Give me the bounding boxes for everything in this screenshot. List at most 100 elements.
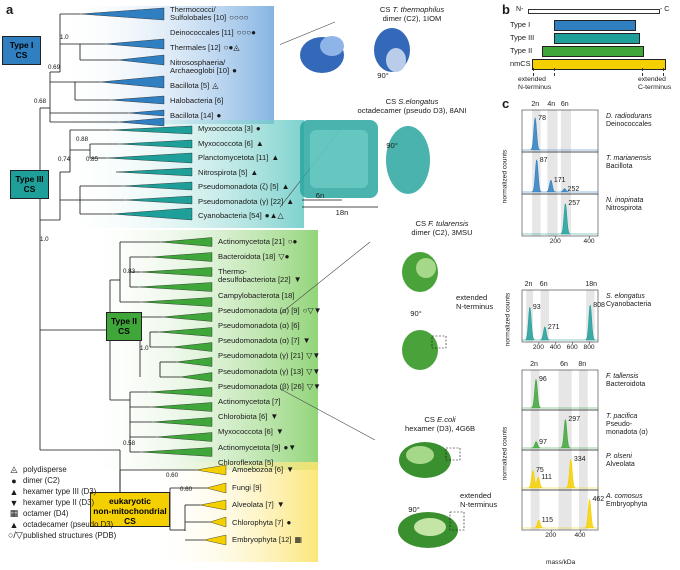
oligomer-symbol-icon: ▼ xyxy=(286,465,295,474)
bootstrap-5: 0.85 xyxy=(86,156,99,163)
type2-taxon-7: Pseudomonadota (γ) [21]▽▼ xyxy=(218,351,321,361)
clade-triangle xyxy=(155,432,213,442)
symbol-legend: ◬polydisperse ●dimer (C2) ▲hexamer type … xyxy=(8,464,116,541)
oligomer-header-label: 18n xyxy=(585,281,598,288)
peak-mass-label: 87 xyxy=(539,156,548,164)
oligomer-band xyxy=(547,110,558,236)
histogram-frame xyxy=(521,289,599,343)
clade-triangle xyxy=(203,534,227,546)
phylogenetic-tree xyxy=(39,6,318,562)
peak-mass-label: 78 xyxy=(538,114,546,122)
peak-mass-label: 171 xyxy=(553,177,566,185)
peak-mass-label: 96 xyxy=(539,376,547,384)
peak-mass-label: 115 xyxy=(541,517,553,524)
band-type1 xyxy=(60,6,274,124)
euk-taxon-4: Embryophyta [12]▦ xyxy=(232,535,303,544)
bootstrap-7: 1.0 xyxy=(40,236,49,243)
type2-taxon-13: Actinomycetota [9]●▼ xyxy=(218,442,297,452)
mass-histogram xyxy=(522,117,598,151)
clade-triangle xyxy=(121,181,193,191)
mass-photometry-chart xyxy=(521,109,599,532)
domain-bar-type2 xyxy=(542,46,644,57)
clade-triangle xyxy=(179,372,213,382)
domain-bar-type3 xyxy=(554,33,640,44)
peak-mass-label: 257 xyxy=(568,200,581,208)
oligomer-symbol-icon: ▲ xyxy=(286,196,295,206)
c-terminus-label: - C xyxy=(660,6,670,13)
clade-triangle xyxy=(151,417,213,427)
panel-label-b: b xyxy=(502,2,510,17)
peak-mass-label: 462 xyxy=(592,496,605,504)
x-tick-label: 400 xyxy=(574,532,586,539)
type2-taxon-4: Pseudomonadota (α) [9]○▽▼ xyxy=(218,305,322,315)
clade-triangle xyxy=(139,267,213,277)
domain-bar-nmcs xyxy=(532,59,666,70)
type3-taxon-0: Myxococcota [3]● xyxy=(198,124,261,133)
oligomer-symbol-icon: ◬ xyxy=(212,81,219,90)
type3-taxon-2: Planctomycetota [11]▲ xyxy=(198,153,280,162)
clade-triangle xyxy=(195,464,227,476)
oligomer-header-label: 6n xyxy=(560,361,568,368)
oligomer-symbol-icon: ▲ xyxy=(250,167,259,177)
peak-mass-label: 97 xyxy=(539,438,547,446)
euk-taxon-1: Fungi [9] xyxy=(232,482,262,492)
oligomer-symbol-icon: ▲ xyxy=(255,138,264,148)
oligomer-symbol-icon: ▼ xyxy=(293,275,302,285)
legend-row: ○/▽published structures (PDB) xyxy=(8,530,117,540)
peak-mass-label: 252 xyxy=(567,185,580,193)
n-terminus-label: N- xyxy=(516,6,524,13)
rotation-label: 90° xyxy=(408,505,420,514)
clade-triangle xyxy=(149,402,213,412)
euk-taxon-3: Chlorophyta [7]● xyxy=(232,517,292,527)
x-tick-label: 200 xyxy=(545,532,557,539)
clade-triangle xyxy=(104,38,165,50)
type2-taxon-2: Thermo-desulfobacteriota [22]▼ xyxy=(218,267,302,285)
clade-triangle xyxy=(117,54,165,66)
peak-mass-label: 297 xyxy=(568,416,581,424)
mass-histogram xyxy=(522,159,598,193)
clade-triangle xyxy=(209,516,227,528)
panel-label-a: a xyxy=(6,2,14,17)
mass-histogram xyxy=(522,498,598,529)
type2-taxon-5: Pseudomonadota (α) [6] xyxy=(218,321,300,330)
clade-triangle xyxy=(127,109,165,117)
type2-taxon-3: Campylobacterota [18] xyxy=(218,290,295,300)
mass-histogram xyxy=(522,379,598,409)
x-tick-label: 200 xyxy=(532,344,544,351)
bootstrap-12: 0.60 xyxy=(180,486,193,493)
rotation-label: 90° xyxy=(410,309,422,318)
type1-taxon-4: Bacillota [5]◬ xyxy=(170,81,219,90)
row-label-type1: Type I xyxy=(510,20,531,29)
clade-triangle xyxy=(99,75,165,89)
rotation-label: 90° xyxy=(386,141,398,150)
clade-triangle xyxy=(139,297,213,307)
band-euk xyxy=(150,462,318,562)
oligomer-symbol-icon: ▽▼ xyxy=(306,381,321,391)
legend-row: ▼hexamer type II (D3) xyxy=(9,497,95,508)
x-tick-label: 800 xyxy=(583,344,595,351)
bootstrap-2: 0.69 xyxy=(48,64,61,71)
mass-histogram xyxy=(522,203,598,235)
oligomer-header-label: 4n xyxy=(547,101,556,108)
polydisperse-icon: ◬ xyxy=(10,464,18,474)
type2-taxon-8: Pseudomonadota (γ) [13]▽▼ xyxy=(218,366,321,376)
oligomer-symbol-icon: ▼ xyxy=(275,427,284,437)
legend-row: ▦octamer (D4) xyxy=(9,508,69,518)
octadecamer-icon: ▲ xyxy=(9,519,19,530)
oligomer-symbol-icon: ▽● xyxy=(278,252,290,262)
x-tick-label: 200 xyxy=(549,238,561,245)
published-structure-icon: ○/▽ xyxy=(8,530,23,540)
oligomer-symbol-icon: ● xyxy=(232,66,237,75)
type2-taxon-14: Chloroflexota [5] xyxy=(218,457,274,467)
x-tick-label: 600 xyxy=(566,344,578,351)
oligomer-header-label: 2n xyxy=(531,101,540,108)
